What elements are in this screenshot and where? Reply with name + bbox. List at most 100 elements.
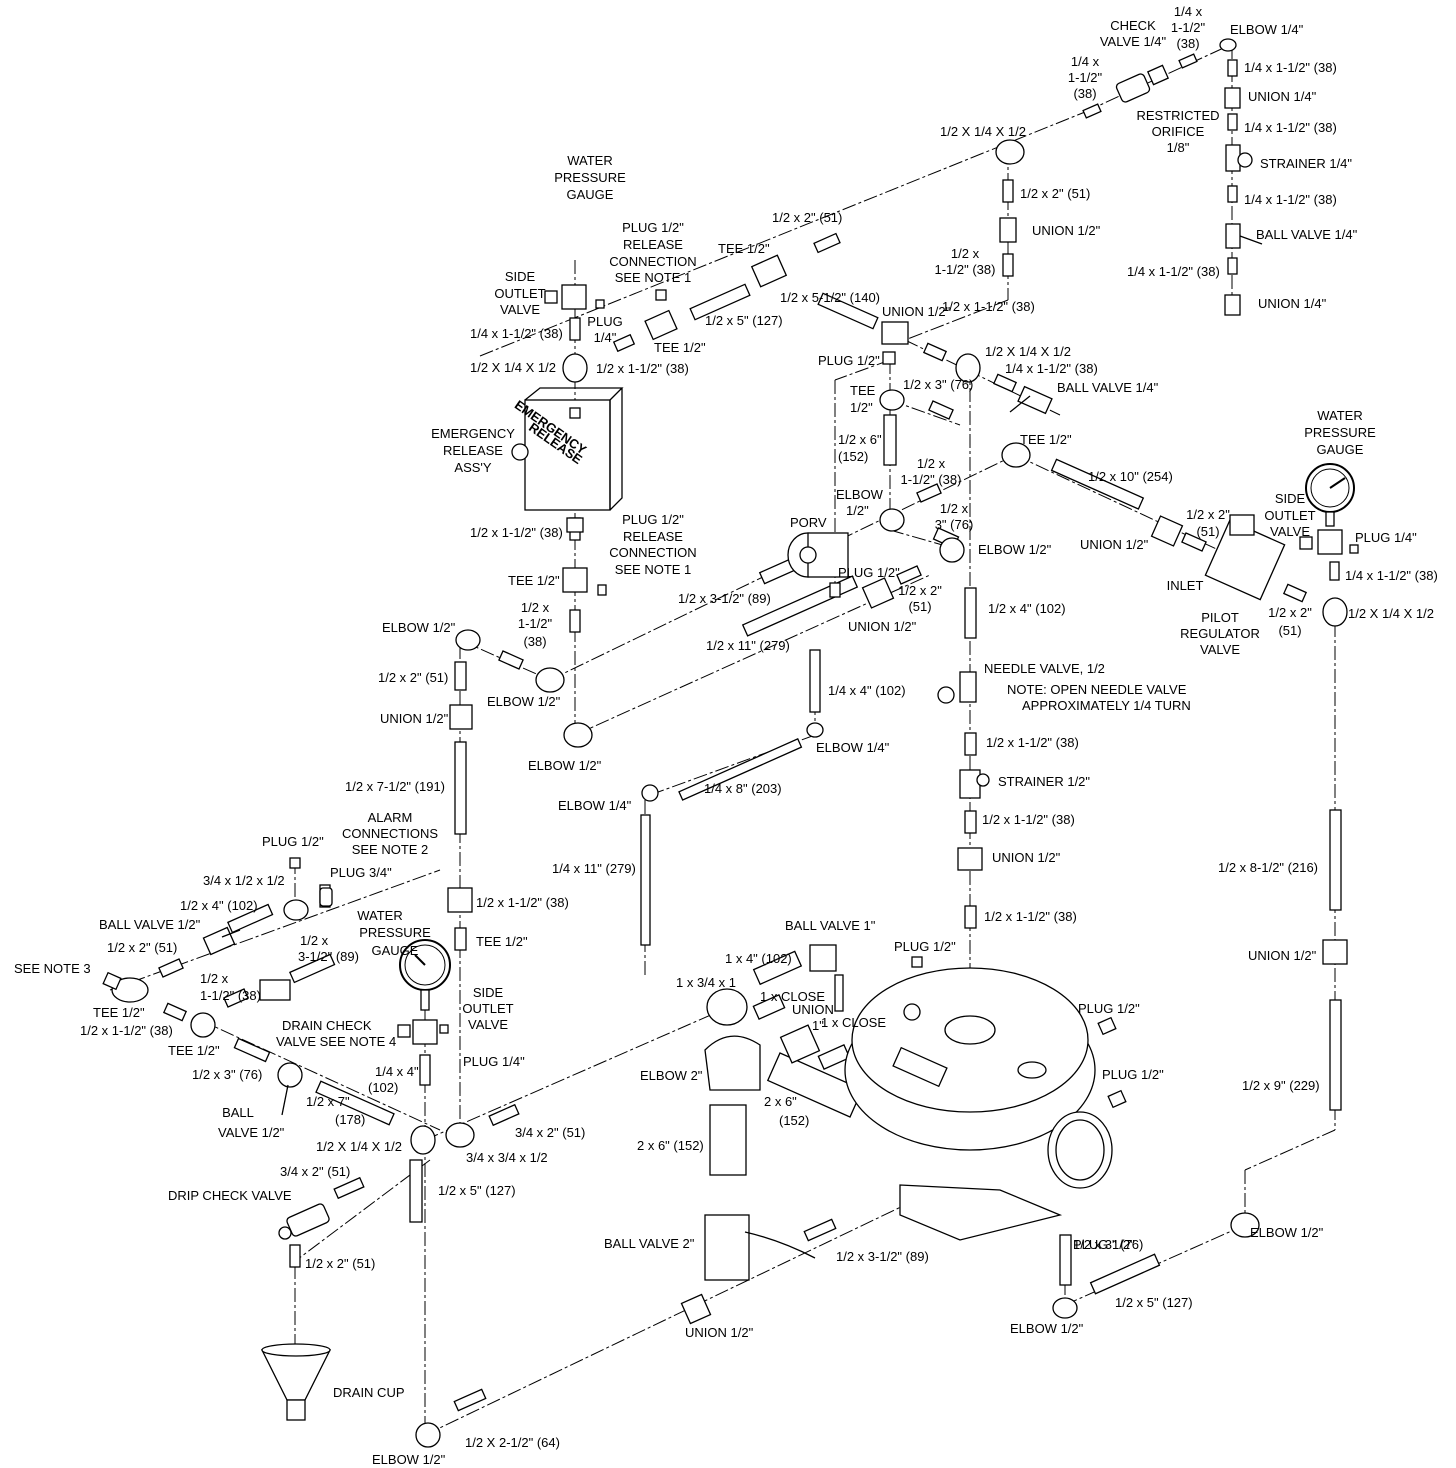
callout-label: 1" <box>812 1018 824 1033</box>
callout-label: PLUG 1/4" <box>1355 530 1417 545</box>
callout-label: PLUG 3/4" <box>330 865 392 880</box>
callout-label: EMERGENCY <box>431 426 515 441</box>
callout-label: 1/2 X 1/4 X 1/2 <box>985 344 1071 359</box>
callout-label: 1 x 3/4 x 1 <box>676 975 736 990</box>
callout-label: (38) <box>523 634 546 649</box>
callout-label: 1/2 x 1-1/2" (38) <box>476 895 569 910</box>
callout-label: 1-1/2" (38) <box>935 262 996 277</box>
callout-label: SEE NOTE 3 <box>14 961 91 976</box>
callout-label: (102) <box>368 1080 398 1095</box>
callout-label: 1/2 x 5-1/2" (140) <box>780 290 880 305</box>
callout-label: 1/2 x <box>940 501 969 516</box>
callout-label: 1/2 x <box>521 600 550 615</box>
callout-label: ELBOW 1/2" <box>528 758 602 773</box>
callout-label: 1/2 x 3" (76) <box>1073 1237 1143 1252</box>
callout-label: 1/4 x 1-1/2" (38) <box>1244 120 1337 135</box>
callout-label: 1/2 x 10" (254) <box>1088 469 1173 484</box>
callout-label: OUTLET <box>1264 508 1315 523</box>
callout-label: WATER <box>1317 408 1363 423</box>
callout-label: 1/2" <box>846 503 869 518</box>
callout-label: 1/2 x 4" (102) <box>988 601 1066 616</box>
callout-label: WATER <box>357 908 403 923</box>
callout-label: SEE NOTE 2 <box>352 842 429 857</box>
callout-label: TEE 1/2" <box>1020 432 1072 447</box>
callout-label: (51) <box>908 599 931 614</box>
callout-label: ELBOW 1/2" <box>382 620 456 635</box>
callout-label: TEE 1/2" <box>168 1043 220 1058</box>
callout-label: CONNECTION <box>609 545 696 560</box>
callout-label: 1/2 x 1-1/2" (38) <box>982 812 1075 827</box>
callout-label: 1/2 x 4" (102) <box>180 898 258 913</box>
callout-label: ELBOW 1/2" <box>978 542 1052 557</box>
callout-label: OUTLET <box>494 286 545 301</box>
callout-label: PLUG 1/4" <box>463 1054 525 1069</box>
callout-label: WATER <box>567 153 613 168</box>
callout-label: 1/2 x 2" (51) <box>772 210 842 225</box>
callout-label: DRIP CHECK VALVE <box>168 1188 292 1203</box>
callout-label: 1/2 x 8-1/2" (216) <box>1218 860 1318 875</box>
callout-label: 1/2 x 5" (127) <box>1115 1295 1193 1310</box>
callout-label: CHECK <box>1110 18 1156 33</box>
callout-label: PLUG 1/2" <box>894 939 956 954</box>
callout-label: ELBOW 1/2" <box>372 1452 446 1467</box>
callout-label: SIDE <box>505 269 536 284</box>
callout-label: PLUG 1/2" <box>622 512 684 527</box>
callout-label: PLUG 1/2" <box>838 565 900 580</box>
callout-label: 1/2 x 3-1/2" (89) <box>678 591 771 606</box>
callout-label: 1/4 x 1-1/2" (38) <box>1005 361 1098 376</box>
callout-label: 1/2 x <box>300 933 329 948</box>
callout-label: 1/2 x 2" <box>898 583 942 598</box>
callout-label: 3/4 x 2" (51) <box>280 1164 350 1179</box>
callout-label: PLUG 1/2" <box>262 834 324 849</box>
callout-label: 1/2 x <box>951 246 980 261</box>
callout-label: 1/4 x 1-1/2" (38) <box>1127 264 1220 279</box>
callout-label: BALL VALVE 1/4" <box>1057 380 1159 395</box>
callout-label: CONNECTION <box>609 254 696 269</box>
callout-label: VALVE <box>500 302 540 317</box>
callout-label: 2 x 6" (152) <box>637 1138 704 1153</box>
fittings <box>102 38 1359 1448</box>
callout-label: PRESSURE <box>1304 425 1376 440</box>
callout-label: 1/2 x 1-1/2" (38) <box>80 1023 173 1038</box>
callout-label: UNION 1/4" <box>1248 89 1317 104</box>
callout-label: 3/4 x 1/2 x 1/2 <box>203 873 285 888</box>
callout-label: UNION 1/2" <box>1080 537 1149 552</box>
callout-label: ELBOW 1/4" <box>1230 22 1304 37</box>
callout-label: (178) <box>335 1112 365 1127</box>
callout-label: ELBOW 1/2" <box>487 694 561 709</box>
callout-label: UNION 1/2" <box>380 711 449 726</box>
callout-label: ELBOW <box>836 487 884 502</box>
callout-label: PORV <box>790 515 827 530</box>
callout-label: 1/2 x 2" (51) <box>107 940 177 955</box>
callout-label: 1/2 x 2" (51) <box>378 670 448 685</box>
callout-label: BALL VALVE 1/2" <box>99 917 201 932</box>
callout-label: RELEASE <box>623 237 683 252</box>
callout-label: ELBOW 1/2" <box>1250 1225 1324 1240</box>
callout-label: 1/2" <box>850 400 873 415</box>
callout-label: 1/2 x 7" <box>306 1094 350 1109</box>
callout-label: REGULATOR <box>1180 626 1260 641</box>
callout-label: 1/4 x 1-1/2" (38) <box>1244 192 1337 207</box>
callout-label: (152) <box>779 1113 809 1128</box>
callout-label: 1/4 x 1-1/2" (38) <box>1244 60 1337 75</box>
callout-label: ELBOW 2" <box>640 1068 703 1083</box>
callout-label: GAUGE <box>372 943 419 958</box>
callout-label: PLUG 1/2" <box>1078 1001 1140 1016</box>
callout-label: 1/8" <box>1167 140 1190 155</box>
callout-label: UNION 1/2" <box>685 1325 754 1340</box>
callout-label: 1/2 x 2" (51) <box>305 1256 375 1271</box>
callout-label: DRAIN CHECK <box>282 1018 372 1033</box>
callout-label: VALVE <box>468 1017 508 1032</box>
callout-label: ELBOW 1/4" <box>558 798 632 813</box>
callout-label: 1/2 x 1-1/2" (38) <box>984 909 1077 924</box>
callout-label: PRESSURE <box>554 170 626 185</box>
callout-label: TEE 1/2" <box>654 340 706 355</box>
callout-label: 1/4 x 4" <box>375 1064 419 1079</box>
callout-label: 1 x CLOSE <box>760 989 825 1004</box>
callout-label: SEE NOTE 1 <box>615 562 692 577</box>
callout-label: 1 x CLOSE <box>821 1015 886 1030</box>
callout-label: PLUG 1/2" <box>818 353 880 368</box>
callout-label: 1/2 X 1/4 X 1/2 <box>940 124 1026 139</box>
callout-label: VALVE 1/4" <box>1100 34 1167 49</box>
